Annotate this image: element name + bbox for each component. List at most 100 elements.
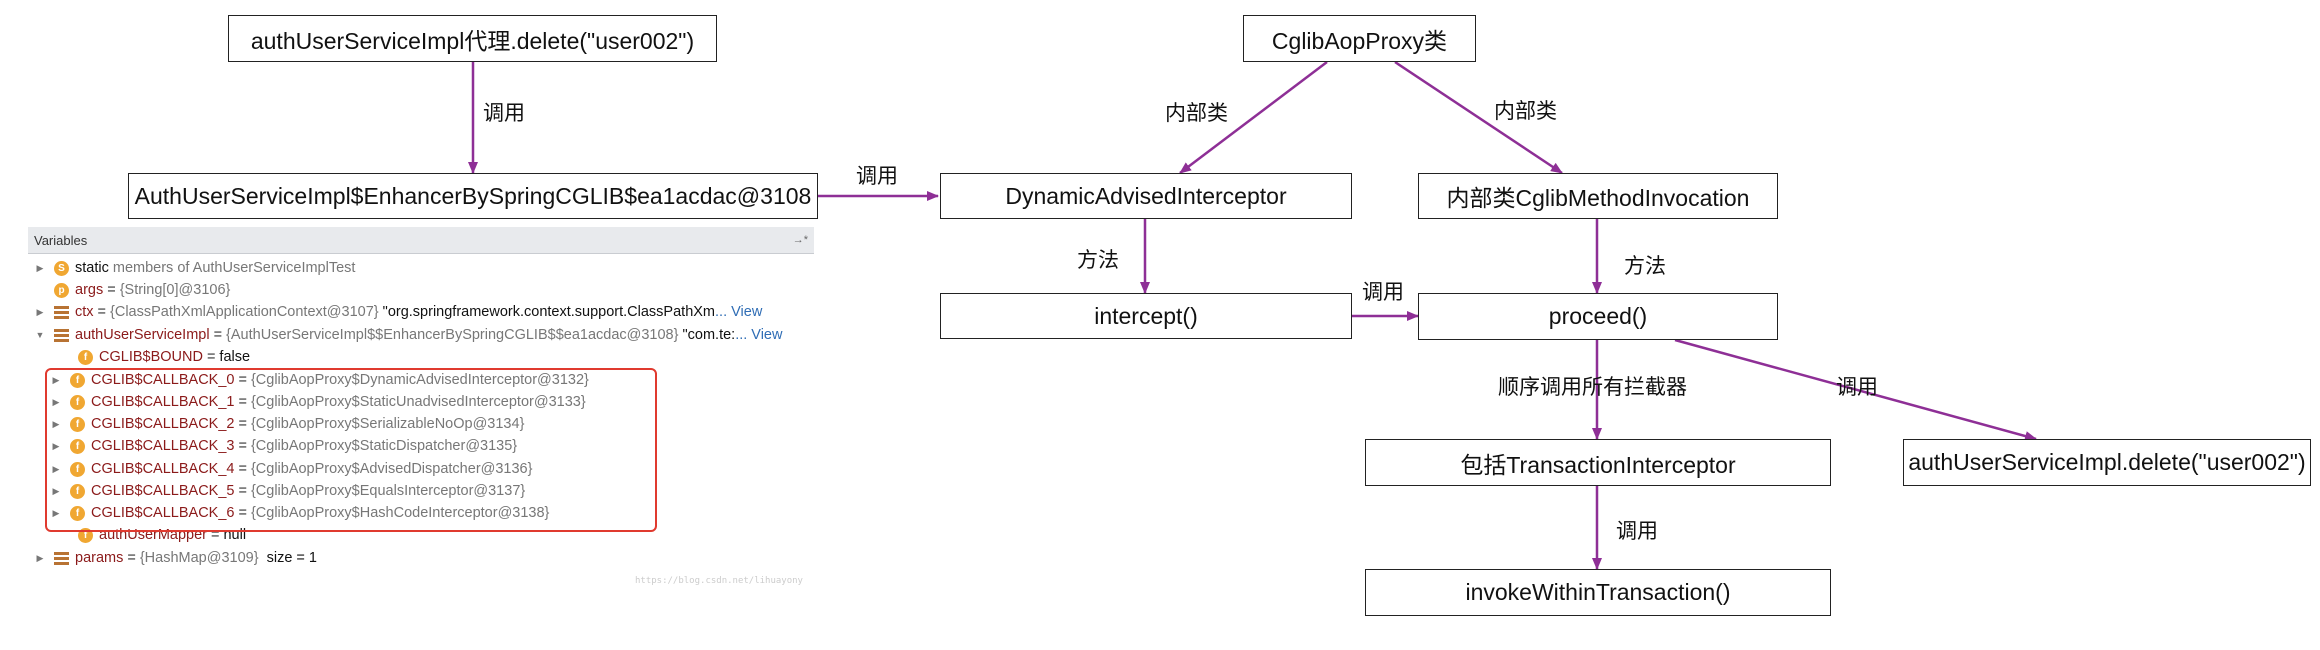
- node-proxy-delete: authUserServiceImpl代理.delete("user002"): [228, 15, 717, 62]
- object-list-icon: [54, 328, 69, 342]
- equals-sign: =: [127, 550, 136, 566]
- variable-row[interactable]: ▶ f CGLIB$CALLBACK_6={CglibAopProxy$HashCo…: [28, 502, 836, 524]
- variable-value: "com.te:: [678, 327, 736, 343]
- collapse-arrow-icon[interactable]: ▼: [35, 330, 45, 340]
- variable-type: {CglibAopProxy$AdvisedDispatcher@3136}: [250, 461, 533, 477]
- equals-sign: =: [238, 505, 247, 521]
- variable-row[interactable]: ▶ params={HashMap@3109} size = 1: [28, 547, 820, 569]
- variable-type: {CglibAopProxy$DynamicAdvisedInterceptor…: [250, 372, 589, 388]
- edge-label-call: 调用: [1362, 281, 1404, 304]
- variable-type: {String[0]@3106}: [119, 282, 231, 298]
- field-badge-icon: f: [70, 438, 85, 454]
- variable-name: CGLIB$BOUND: [99, 349, 203, 365]
- variable-type: {CglibAopProxy$StaticDispatcher@3135}: [250, 438, 518, 454]
- field-badge-icon: f: [70, 505, 85, 521]
- variable-name: CGLIB$CALLBACK_4: [91, 461, 235, 477]
- node-invoke-within-transaction: invokeWithinTransaction(): [1365, 569, 1831, 616]
- variable-row[interactable]: ▶ f CGLIB$CALLBACK_0={CglibAopProxy$Dynami…: [28, 369, 836, 391]
- variable-row[interactable]: ▼ authUserServiceImpl={AuthUserServiceImp…: [28, 324, 820, 346]
- variable-type: {ClassPathXmlApplicationContext@3107}: [110, 304, 379, 320]
- variable-value: "org.springframework.context.support.Cla…: [378, 304, 716, 320]
- parameter-badge-icon: p: [54, 282, 69, 298]
- variable-name: CGLIB$CALLBACK_6: [91, 505, 235, 521]
- variable-type: {CglibAopProxy$HashCodeInterceptor@3138}: [250, 505, 550, 521]
- node-proceed: proceed(): [1418, 293, 1778, 340]
- field-badge-icon: f: [70, 483, 85, 499]
- equals-sign: =: [238, 394, 247, 410]
- field-badge-icon: f: [70, 372, 85, 388]
- variable-name: CGLIB$CALLBACK_5: [91, 483, 235, 499]
- equals-sign: =: [107, 282, 116, 298]
- view-link[interactable]: ... View: [715, 304, 763, 320]
- variable-name: CGLIB$CALLBACK_3: [91, 438, 235, 454]
- variable-row[interactable]: ▶ ctx={ClassPathXmlApplicationContext@310…: [28, 301, 820, 323]
- node-intercept: intercept(): [940, 293, 1352, 339]
- variable-type: {CglibAopProxy$EqualsInterceptor@3137}: [250, 483, 526, 499]
- edge-label-call: 调用: [1616, 520, 1658, 543]
- node-target-delete: authUserServiceImpl.delete("user002"): [1903, 439, 2311, 486]
- object-list-icon: [54, 305, 69, 319]
- variable-name: CGLIB$CALLBACK_1: [91, 394, 235, 410]
- pin-icon[interactable]: →*: [792, 234, 808, 246]
- expand-arrow-icon[interactable]: ▶: [52, 507, 60, 518]
- node-enhancer: AuthUserServiceImpl$EnhancerBySpringCGLI…: [128, 173, 818, 219]
- variable-row[interactable]: ▶ f CGLIB$CALLBACK_5={CglibAopProxy$Equals…: [28, 480, 836, 502]
- variable-row[interactable]: ▶ f CGLIB$CALLBACK_3={CglibAopProxy$Static…: [28, 435, 836, 457]
- variable-name: ctx: [75, 304, 94, 320]
- edge-label-inner-class: 内部类: [1165, 102, 1228, 125]
- node-dynamic-advised-interceptor: DynamicAdvisedInterceptor: [940, 173, 1352, 219]
- expand-arrow-icon[interactable]: ▶: [36, 306, 44, 317]
- variable-name: CGLIB$CALLBACK_2: [91, 416, 235, 432]
- variable-type: {AuthUserServiceImpl$$EnhancerBySpringCG…: [226, 327, 679, 343]
- equals-sign: =: [238, 416, 247, 432]
- edge-label-method: 方法: [1077, 249, 1119, 272]
- edge-label-call: 调用: [1836, 376, 1878, 399]
- watermark: https://blog.csdn.net/lihuayony: [635, 576, 803, 586]
- static-badge-icon: S: [54, 260, 69, 276]
- equals-sign: =: [97, 304, 106, 320]
- equals-sign: =: [206, 349, 216, 365]
- expand-arrow-icon[interactable]: ▶: [52, 440, 60, 451]
- variable-name: params: [75, 550, 124, 566]
- variable-type: {HashMap@3109}: [139, 550, 259, 566]
- variable-name: static: [75, 260, 109, 276]
- node-transaction-interceptor: 包括TransactionInterceptor: [1365, 439, 1831, 486]
- variable-name: authUserServiceImpl: [75, 327, 210, 343]
- equals-sign: =: [211, 527, 220, 543]
- node-cglib-aop-proxy: CglibAopProxy类: [1243, 15, 1476, 62]
- expand-arrow-icon[interactable]: ▶: [52, 463, 60, 474]
- variable-type: {CglibAopProxy$SerializableNoOp@3134}: [250, 416, 525, 432]
- expand-arrow-icon[interactable]: ▶: [36, 552, 44, 563]
- object-list-icon: [54, 551, 69, 565]
- variable-value: false: [219, 349, 251, 365]
- variables-panel-title: Variables: [34, 232, 88, 248]
- equals-sign: =: [238, 483, 247, 499]
- edge-label-call: 调用: [483, 102, 525, 125]
- expand-arrow-icon[interactable]: ▶: [36, 262, 44, 273]
- expand-arrow-icon[interactable]: ▶: [52, 418, 60, 429]
- variable-type: {CglibAopProxy$StaticUnadvisedIntercepto…: [250, 394, 586, 410]
- equals-sign: =: [238, 372, 247, 388]
- equals-sign: =: [213, 327, 223, 343]
- variable-value: size = 1: [258, 550, 317, 566]
- edge-label-method: 方法: [1624, 255, 1666, 278]
- node-cglib-method-invocation: 内部类CglibMethodInvocation: [1418, 173, 1778, 219]
- edge-label-call: 调用: [856, 165, 898, 188]
- equals-sign: =: [238, 438, 247, 454]
- equals-sign: =: [238, 461, 247, 477]
- variable-name: args: [75, 282, 104, 298]
- callbacks-highlight-box: [45, 368, 657, 532]
- variable-name: CGLIB$CALLBACK_0: [91, 372, 235, 388]
- view-link[interactable]: ... View: [735, 327, 783, 343]
- expand-arrow-icon[interactable]: ▶: [52, 396, 60, 407]
- expand-arrow-icon[interactable]: ▶: [52, 374, 60, 385]
- edge-label-inner-class: 内部类: [1494, 100, 1557, 123]
- expand-arrow-icon[interactable]: ▶: [52, 485, 60, 496]
